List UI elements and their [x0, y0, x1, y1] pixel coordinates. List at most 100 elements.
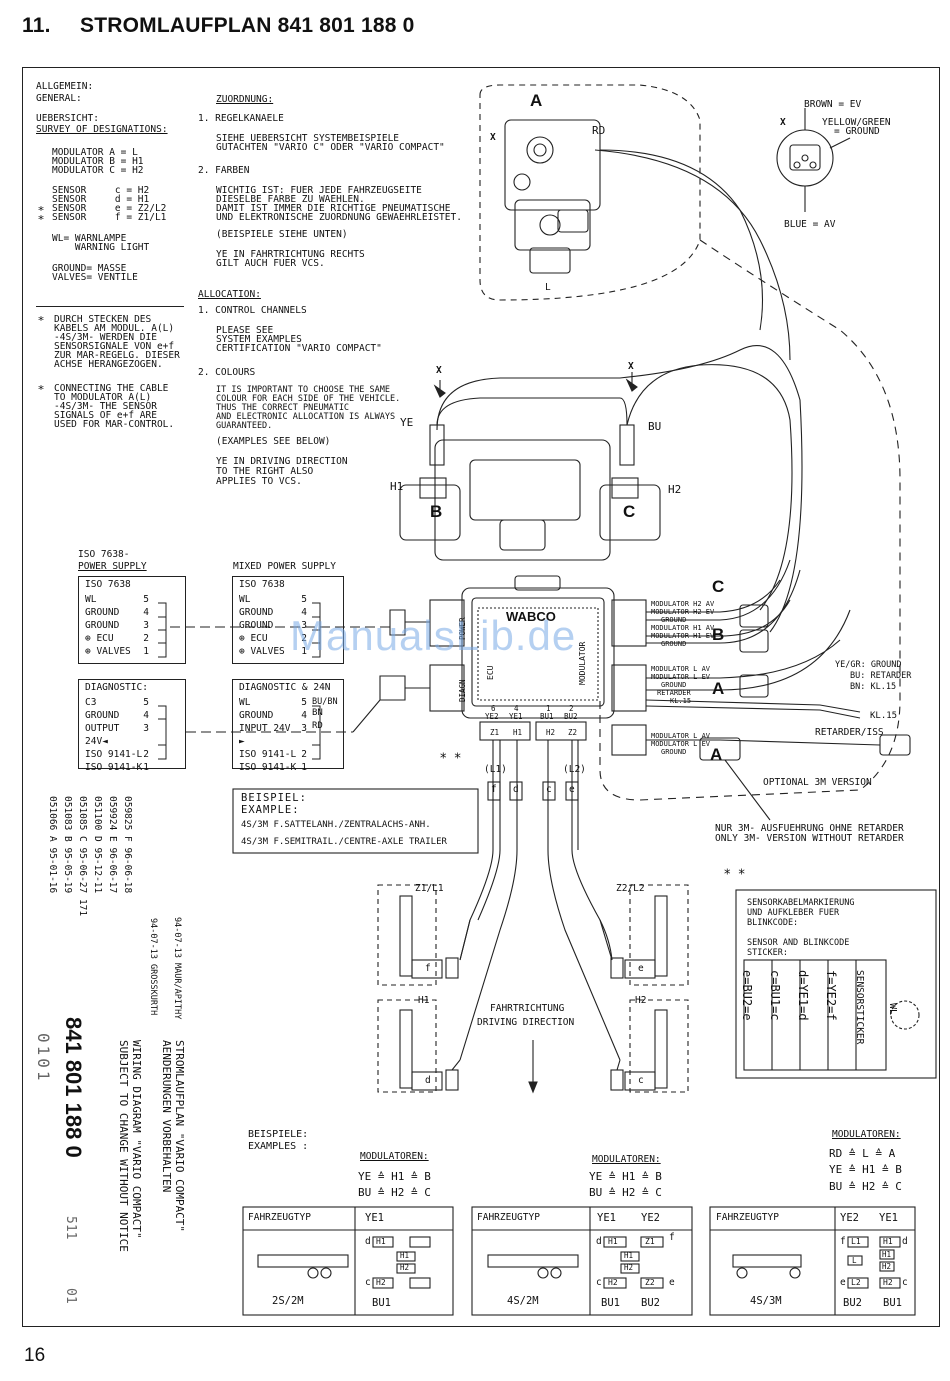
assignment-item2-text: DIESELBE FARBE ZU WAEHLEN. [216, 194, 365, 205]
block-side: c [365, 1277, 371, 1288]
ecu-mod-a: A [712, 679, 725, 698]
survey-heading: UEBERSICHT: [36, 113, 99, 124]
star-mark: ⁎ [38, 310, 44, 324]
block-label: H1 [376, 1237, 386, 1246]
connector-yellow-green: YELLOW/GREEN [822, 117, 891, 128]
config-label: 4S/3M [750, 1295, 782, 1307]
assignment-item2-text: GILT AUCH FUER VCS. [216, 258, 325, 269]
sensor-top: H2 [546, 728, 556, 737]
diagram-frame [22, 67, 940, 1327]
block-side: e [840, 1277, 846, 1288]
valve-bc-body [434, 439, 611, 561]
block-label: L1 [851, 1237, 861, 1246]
sticker-box [735, 889, 937, 1079]
assignment-heading: ZUORDNUNG: [216, 94, 274, 105]
config-bottom: BU2 [843, 1297, 862, 1309]
wheel-h2 [654, 1009, 668, 1089]
block-label: H2 [400, 1263, 410, 1272]
assignment-item2-text: (BEISPIELE SIEHE UNTEN) [216, 229, 348, 240]
sensor-pin: 1 [546, 704, 551, 713]
revision-title: SUBJECT TO CHANGE WITHOUT NOTICE [117, 1040, 130, 1252]
optional-3m: OPTIONAL 3M VERSION [763, 777, 872, 788]
sensor-tag-l2: (L2) [563, 764, 586, 775]
revision-title: STROMLAUFPLAN "VARIO COMPACT" [173, 1040, 186, 1233]
revision-date: 94-07-13 GROSSKURTH [148, 918, 158, 1016]
config-top: YE1 [879, 1212, 898, 1224]
allocation-item2-text: AND ELECTRONIC ALLOCATION IS ALWAYS [216, 412, 396, 422]
sensor-e-def: SENSOR e = Z2/L2 [52, 203, 167, 214]
sticker-line: STICKER: [747, 948, 788, 958]
star-mark: ⁎ [38, 200, 44, 214]
revision-title: WIRING DIAGRAM "VARIO COMPACT" [130, 1040, 143, 1239]
trailer-4s3m-icon [732, 1254, 802, 1268]
allocation-heading: ALLOCATION: [198, 289, 261, 300]
star-mark: ⁎ [38, 209, 44, 223]
valve-a-outline [479, 84, 701, 301]
ecu-inner-label: ECU [486, 665, 495, 680]
map-row: YE ≙ H1 ≙ B [829, 1163, 902, 1176]
config-bottom: BU1 [372, 1297, 391, 1309]
config-bottom: BU2 [641, 1297, 660, 1309]
note-en-3: -4S/3M- THE SENSOR [54, 401, 157, 412]
bn-label: BN [312, 708, 323, 718]
retarder-kl15: KL.15 [870, 711, 898, 721]
note-en-5: USED FOR MAR-CONTROL. [54, 419, 175, 430]
valve-a-l: L [545, 282, 551, 293]
sticker-col: f=YE2=f [824, 970, 838, 1021]
sensor-top: Z1 [490, 728, 500, 737]
wheel-h1-label: H1 [418, 995, 430, 1006]
sticker-title: SENSORSTICKER [854, 970, 865, 1045]
ecu-mod-b: B [712, 625, 725, 644]
sticker-line: SENSORKABELMARKIERUNG [747, 898, 855, 908]
example-title-en: EXAMPLE: [241, 804, 300, 816]
modulator-b-def: MODULATOR B = H1 [52, 156, 144, 167]
example-line2: 4S/3M F.SEMITRAIL./CENTRE-AXLE TRAILER [241, 837, 447, 847]
sensor-tag-c: c [546, 784, 552, 795]
note-de-1: DURCH STECKEN DES [54, 314, 152, 325]
survey-heading-en: SURVEY OF DESIGNATIONS: [36, 124, 168, 135]
port-ground: GROUND [661, 748, 687, 756]
ecu-modulator-label: MODULATOR [578, 641, 587, 685]
part-number: 841 801 188 0 [61, 1017, 86, 1158]
sensor-d-label: d [425, 1075, 431, 1086]
direction-en: DRIVING DIRECTION [477, 1017, 575, 1028]
allocation-item2-text: COLOUR FOR EACH SIDE OF THE VEHICLE. [216, 394, 401, 404]
block-label: H1 [624, 1251, 634, 1260]
sensor-pin: 2 [569, 704, 574, 713]
config-label: 4S/2M [507, 1295, 539, 1307]
wl-icon-label: WL [887, 1003, 898, 1016]
example-title: BEISPIEL: [241, 792, 307, 804]
block-side: d [902, 1236, 908, 1247]
config-label: 2S/2M [272, 1295, 304, 1307]
wheel-z1 [399, 895, 413, 977]
vehicle-type-label: FAHRZEUGTYP [248, 1212, 311, 1223]
wheel-z2 [654, 895, 668, 977]
allocation-item2-text: GUARANTEED. [216, 421, 273, 431]
assignment-item2-text: WICHTIG IST: FUER JEDE FAHRZEUGSEITE [216, 185, 422, 196]
block-side: d [365, 1236, 371, 1247]
block-label: L [852, 1256, 857, 1265]
sensor-tag-d: d [513, 784, 519, 795]
sensor-tag-f: f [491, 784, 497, 795]
page-number: 16 [24, 1345, 46, 1366]
sensor-c-label: c [638, 1075, 644, 1086]
note-de-4: SENSORSIGNALE VON e+f [54, 341, 175, 352]
note-de-6: ACHSE HERANGEZOGEN. [54, 359, 163, 370]
legend-wl-en: WARNING LIGHT [52, 242, 150, 253]
watermark: ManualsLib.de [290, 612, 577, 659]
block-label: H2 [883, 1278, 893, 1287]
modulator-c-def: MODULATOR C = H2 [52, 165, 144, 176]
sensor-port-ye2: YE2 [485, 712, 499, 721]
port-mod-h2-ev: MODULATOR H2 EV [651, 608, 715, 616]
vehicle-type-label: FAHRZEUGTYP [716, 1212, 779, 1223]
sticker-line: BLINKCODE: [747, 918, 799, 928]
retarder-ye-gr: YE/GR: GROUND [835, 660, 902, 670]
sensor-port-bu1: BU1 [540, 712, 554, 721]
rd-label: RD [312, 721, 323, 731]
trailer-2s2m-icon [257, 1254, 349, 1268]
iso-power-caption: ISO 7638- [78, 549, 130, 560]
ecu-mod-c: C [712, 577, 725, 596]
